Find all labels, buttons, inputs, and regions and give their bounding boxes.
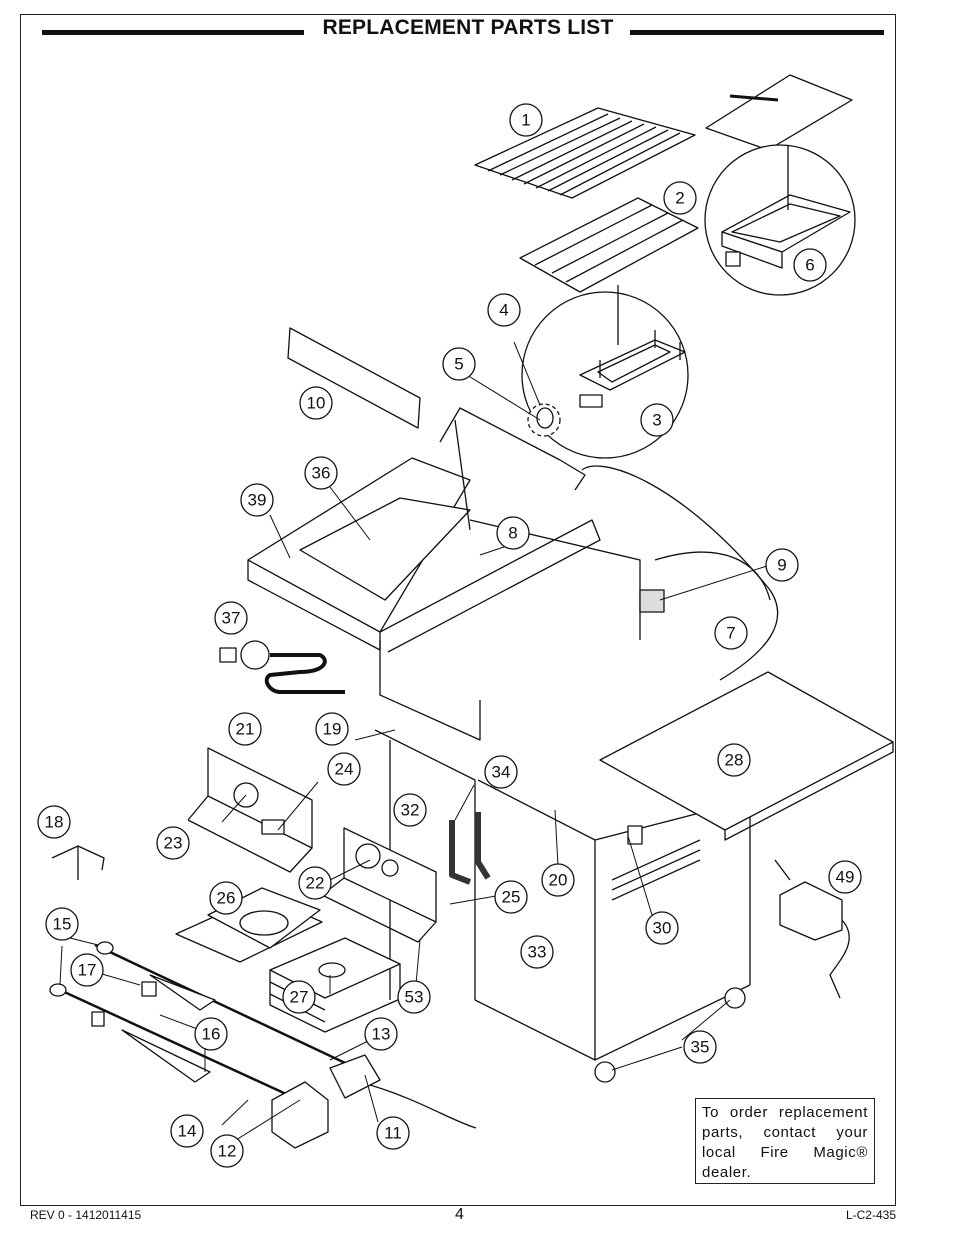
dealer-note: To order replacement parts, contact your…: [695, 1098, 875, 1184]
callout-39: 39: [248, 491, 267, 510]
callout-5: 5: [454, 355, 463, 374]
callout-21: 21: [236, 720, 255, 739]
title-rule-right: [630, 30, 884, 35]
callout-12: 12: [218, 1142, 237, 1161]
page-title: REPLACEMENT PARTS LIST: [322, 16, 614, 39]
title-row: REPLACEMENT PARTS LIST: [42, 14, 884, 48]
page-frame: [20, 14, 896, 1206]
callout-33: 33: [528, 943, 547, 962]
callout-17: 17: [78, 961, 97, 980]
callout-9: 9: [777, 556, 786, 575]
callout-1: 1: [521, 111, 530, 130]
burner-drawing: [527, 285, 686, 437]
callouts: [37, 103, 862, 1168]
valve-panel-drawing: [321, 827, 437, 943]
leader-lines: [59, 341, 771, 1141]
callout-27: 27: [290, 988, 309, 1007]
rotisserie-drawing: [49, 941, 477, 1149]
callout-49: 49: [836, 868, 855, 887]
callout-13: 13: [372, 1025, 391, 1044]
callout-24: 24: [335, 760, 354, 779]
callout-30: 30: [653, 919, 672, 938]
document-id: L-C2-435: [845, 1208, 896, 1222]
callout-26: 26: [217, 889, 236, 908]
flavor-grid-drawing: [519, 197, 699, 293]
griddle-detail-drawing: [704, 74, 856, 296]
callout-25: 25: [502, 888, 521, 907]
callout-6: 6: [805, 256, 814, 275]
cooking-grid-drawing: [474, 107, 696, 199]
callout-53: 53: [405, 988, 424, 1007]
callout-16: 16: [202, 1025, 221, 1044]
callout-2: 2: [675, 189, 684, 208]
control-panel-shield-drawing: [287, 327, 421, 429]
callout-4: 4: [499, 301, 508, 320]
drip-tray-drawing: [175, 887, 401, 1033]
callout-37: 37: [222, 609, 241, 628]
callout-10: 10: [307, 394, 326, 413]
regulator-hose-drawing: [219, 640, 345, 694]
callout-11: 11: [384, 1124, 402, 1143]
callout-3: 3: [652, 411, 661, 430]
callout-36: 36: [312, 464, 331, 483]
callout-23: 23: [164, 834, 183, 853]
callout-20: 20: [549, 871, 568, 890]
revision-label: REV 0 - 1412011415: [30, 1208, 142, 1222]
callout-8: 8: [508, 524, 517, 543]
callout-35: 35: [691, 1038, 710, 1057]
door-handles-drawing: [449, 812, 491, 885]
title-rule-left: [42, 30, 304, 35]
callout-15: 15: [53, 915, 72, 934]
callout-numbers: 1 2 3 4 5 6 7 8 9 10 11 12 13 14 15 16 1…: [45, 111, 855, 1161]
callout-18: 18: [45, 813, 64, 832]
callout-7: 7: [726, 624, 735, 643]
callout-22: 22: [306, 874, 325, 893]
callout-34: 34: [492, 763, 511, 782]
control-panel-drawing: [187, 747, 313, 873]
callout-32: 32: [401, 801, 420, 820]
bracket-drawing: [51, 845, 105, 880]
callout-19: 19: [323, 720, 342, 739]
callout-14: 14: [178, 1122, 197, 1141]
callout-28: 28: [725, 751, 744, 770]
transformer-drawing: [774, 859, 850, 999]
page-number: 4: [455, 1206, 464, 1223]
